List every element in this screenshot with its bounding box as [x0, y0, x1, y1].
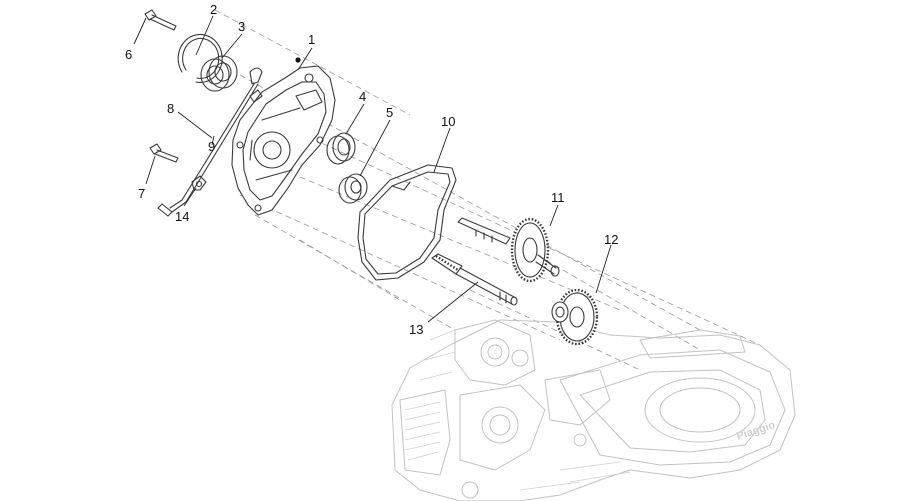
callout-7: 7 — [138, 186, 145, 201]
part-7-bolt — [149, 143, 179, 163]
part-5-bearing — [338, 173, 368, 204]
callout-1: 1 — [308, 32, 315, 47]
callout-5: 5 — [386, 105, 393, 120]
callout-14: 14 — [175, 209, 189, 224]
callout-6: 6 — [125, 47, 132, 62]
part-1-transmission-cover — [231, 65, 336, 216]
callout-2: 2 — [210, 2, 217, 17]
part-13-shaft — [431, 253, 518, 306]
part-2-circlip — [177, 33, 223, 83]
alignment-lines — [214, 9, 761, 371]
callout-9: 9 — [208, 139, 215, 154]
callout-8: 8 — [167, 101, 174, 116]
callout-12: 12 — [604, 232, 618, 247]
callout-13: 13 — [409, 322, 423, 337]
callout-11: 11 — [551, 190, 565, 205]
callout-10: 10 — [441, 114, 455, 129]
part-4-oil-seal — [326, 132, 356, 165]
part-6-bolt — [144, 9, 177, 31]
callout-4: 4 — [359, 89, 366, 104]
part-14-clip — [191, 175, 207, 191]
svg-text:Piaggio: Piaggio — [735, 419, 777, 443]
part-10-gasket — [357, 164, 457, 281]
part-11-shaft-gear — [457, 217, 560, 283]
part-12-gear — [551, 288, 599, 346]
callout-labels: 1 2 3 4 5 6 7 8 9 10 11 12 13 14 — [125, 2, 618, 337]
leader-1-dot — [295, 57, 301, 63]
part-3-bearing — [200, 55, 238, 92]
leader-lines — [133, 15, 612, 323]
engine-background: Piaggio — [391, 319, 796, 501]
callout-3: 3 — [238, 19, 245, 34]
